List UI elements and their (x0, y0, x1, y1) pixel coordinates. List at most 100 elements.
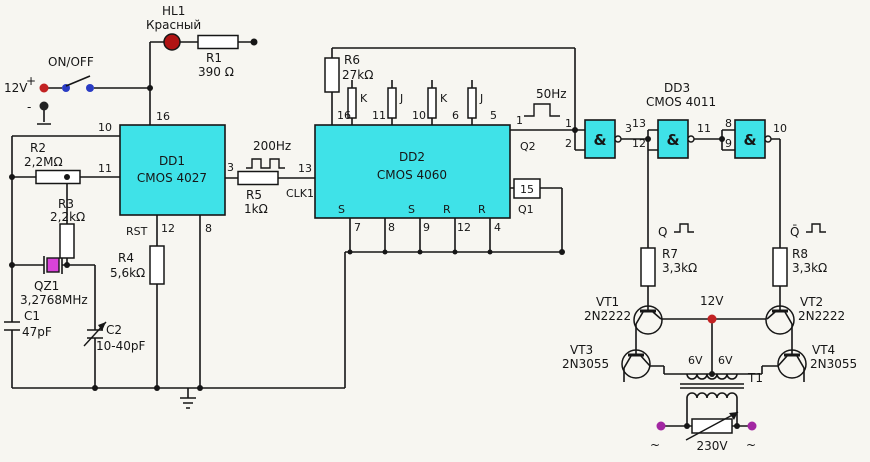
ac-right-label: ~ (746, 438, 756, 452)
resistor-r8: R8 3,3kΩ (772, 247, 827, 287)
link-box-k1 (347, 87, 357, 119)
r6-body (324, 57, 340, 93)
r5-value: 1kΩ (244, 202, 268, 216)
gate1-out: 3 (625, 122, 632, 135)
r3-ref: R3 (58, 197, 74, 211)
resistor-r5: R5 1kΩ (237, 170, 279, 216)
squarewave-50hz-icon (524, 103, 560, 117)
squarewave-200hz-icon (246, 158, 285, 169)
c2-value: 10-40pF (96, 339, 145, 353)
c2-arrowhead-icon (98, 322, 106, 331)
dd2-pin4: 4 (494, 221, 501, 234)
vt2-ref: VT2 (800, 295, 823, 309)
link-box-k2 (427, 87, 437, 119)
q-waveform-icon (674, 223, 694, 233)
qz1-body (46, 257, 60, 273)
dd1-pin10: 10 (98, 121, 112, 134)
varistor-output: 230V ~ ~ (650, 411, 757, 453)
c2-ref: C2 (106, 323, 122, 337)
gate1-in2: 2 (565, 137, 572, 150)
transformer-t1: 6V 6V T1 (680, 354, 763, 399)
gate2-bubble-icon (687, 135, 695, 143)
resistor-r6: R6 27kΩ (324, 53, 373, 93)
gate3-in1: 8 (725, 117, 732, 130)
varistor-stroke (685, 411, 739, 441)
transistor-vt3: VT3 2N3055 (562, 343, 651, 379)
dd2-j2-label: J (479, 92, 483, 105)
r6-ref: R6 (344, 53, 360, 67)
vt1-part: 2N2222 (584, 309, 631, 323)
ac-terminal-left (656, 421, 666, 431)
r7-body (640, 247, 656, 287)
r7-value: 3,3kΩ (662, 261, 697, 275)
onoff-label: ON/OFF (48, 55, 94, 69)
link-box-j2 (467, 87, 477, 119)
dd1-pin8: 8 (205, 222, 212, 235)
dd2-r1-label: R (443, 203, 451, 216)
t1-core (680, 383, 744, 389)
ic-dd2: DD2 CMOS 4060 16 K 11 J 10 K 6 J 5 1 Q2 … (314, 87, 541, 234)
led-hl1: HL1 Красный (146, 4, 201, 51)
qz1-value: 3,2768MHz (20, 293, 88, 307)
gate1-bubble-icon (614, 135, 622, 143)
qz1-ref: QZ1 (34, 279, 59, 293)
resistor-r2: R2 2,2MΩ (24, 141, 81, 185)
r2-ref: R2 (30, 141, 46, 155)
vt2-part: 2N2222 (798, 309, 845, 323)
junction-dots (9, 38, 740, 429)
c1-ref: C1 (24, 309, 40, 323)
rst-label: RST (126, 225, 148, 238)
q-label: Q (658, 225, 667, 239)
dd2-part: CMOS 4060 (377, 168, 447, 182)
dd1-pin12: 12 (161, 222, 175, 235)
dd1-pin16: 16 (156, 110, 170, 123)
minus-label: - (27, 100, 31, 114)
dd1-pin11: 11 (98, 162, 112, 175)
vt1-body (633, 305, 663, 335)
ac-terminal-right (747, 421, 757, 431)
r8-value: 3,3kΩ (792, 261, 827, 275)
qbar-label: Q̄ (790, 225, 799, 239)
r4-value: 5,6kΩ (110, 266, 145, 280)
dd2-pin5: 5 (490, 109, 497, 122)
gate3-in2: 9 (725, 137, 732, 150)
ac-left-label: ~ (650, 438, 660, 452)
gate3-amp: & (743, 131, 756, 149)
vt2-body (765, 305, 795, 335)
plus-terminal (39, 83, 49, 93)
v12-mid-label: 12V (700, 294, 724, 308)
dd1-body (119, 124, 226, 216)
r4-body (149, 245, 165, 285)
dd2-pin6: 6 (452, 109, 459, 122)
dd2-s1-label: S (338, 203, 345, 216)
gate3-bubble-icon (764, 135, 772, 143)
dd1-part: CMOS 4027 (137, 171, 207, 185)
r8-body (772, 247, 788, 287)
dd1-ref: DD1 (159, 154, 185, 168)
r3-value: 2,2kΩ (50, 210, 85, 224)
gate1-in1: 1 (565, 117, 572, 130)
hl1-ref: HL1 (162, 4, 185, 18)
freq-50hz-label: 50Hz (536, 87, 567, 101)
r5-ref: R5 (246, 188, 262, 202)
dd2-pin1: 1 (516, 114, 523, 127)
minus-terminal (39, 101, 49, 111)
dd2-k1-label: K (360, 92, 368, 105)
qbar-waveform-icon (806, 223, 826, 233)
r6-value: 27kΩ (342, 68, 373, 82)
dd2-pin16: 16 (337, 109, 351, 122)
t1-secondary-coil (686, 392, 738, 399)
vt4-body (777, 349, 807, 379)
power-input: ON/OFF 12V + - (4, 55, 94, 114)
t1-ref: T1 (747, 371, 763, 385)
r3-body (59, 223, 75, 259)
dd3-ref: DD3 (664, 81, 690, 95)
dd2-pin9: 9 (423, 221, 430, 234)
vt3-body (621, 349, 651, 379)
vt3-part: 2N3055 (562, 357, 609, 371)
r4-ref: R4 (118, 251, 134, 265)
freq-200hz-label: 200Hz (253, 139, 291, 153)
dd1-pin3: 3 (227, 161, 234, 174)
resistor-r3: R3 2,2kΩ (50, 197, 85, 259)
